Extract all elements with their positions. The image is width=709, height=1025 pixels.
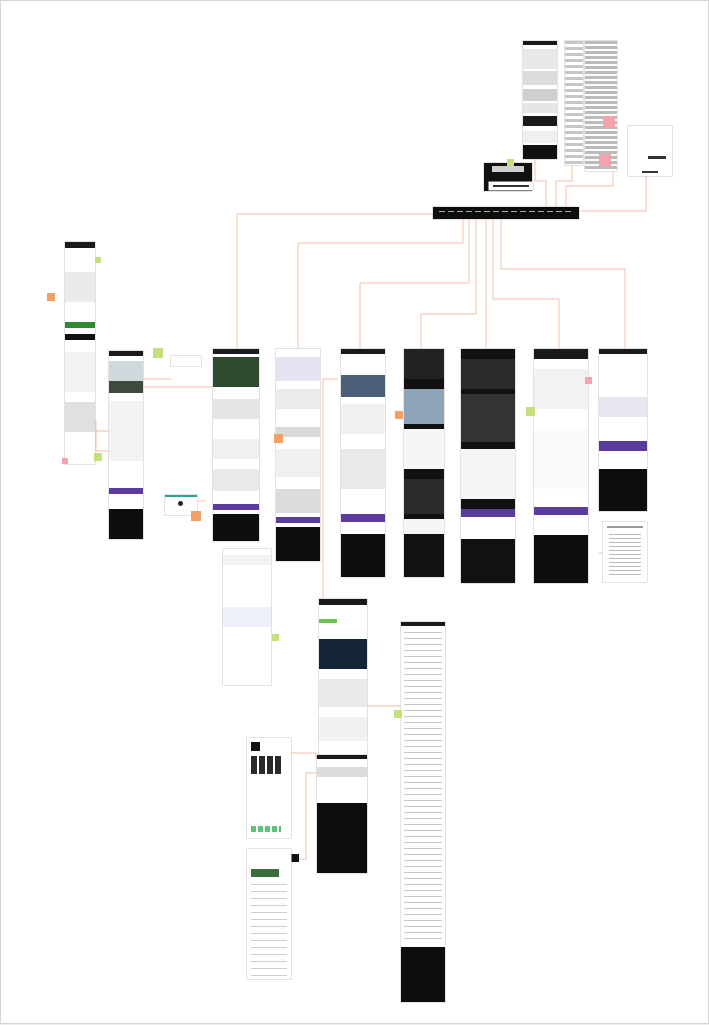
note-orange-col3 <box>274 434 283 443</box>
frame-top-gallery[interactable] <box>565 41 583 165</box>
frame-col2-filters[interactable] <box>223 549 271 685</box>
frame-long-text-page[interactable] <box>401 622 445 1002</box>
note-orange-col1 <box>191 511 201 521</box>
note-green-center <box>394 710 402 718</box>
note-pink-2 <box>599 154 611 166</box>
frame-top-gallery-2[interactable] <box>585 41 617 171</box>
frame-page-col-2[interactable] <box>213 349 259 541</box>
note-green-col2 <box>272 634 279 641</box>
frame-page-col-3[interactable] <box>276 349 320 561</box>
note-green-left-2 <box>94 453 102 461</box>
frame-page-col-5[interactable] <box>404 349 444 577</box>
note-orange-left <box>47 293 55 301</box>
frame-app-info-page[interactable] <box>247 849 291 979</box>
frame-page-col-1[interactable] <box>109 351 143 539</box>
frame-top-dialog[interactable] <box>628 126 672 176</box>
note-pink-col7 <box>585 377 592 384</box>
note-green-left <box>95 257 101 263</box>
frame-page-col-4[interactable] <box>341 349 385 577</box>
frame-col1-card[interactable] <box>165 495 197 515</box>
app-icon <box>291 854 299 862</box>
note-orange-col4 <box>395 411 403 419</box>
frame-main-navigation-hub[interactable] <box>433 207 579 219</box>
note-pink-1 <box>603 116 615 128</box>
frame-small-listing[interactable] <box>317 755 367 873</box>
frame-page-col-6[interactable] <box>461 349 515 583</box>
frame-page-col-8[interactable] <box>599 349 647 511</box>
frame-mobile-long-page[interactable] <box>65 242 95 464</box>
note-green-col1 <box>153 348 163 358</box>
frame-col8-search-dropdown[interactable] <box>603 522 647 582</box>
frame-page-col-7[interactable] <box>534 349 588 583</box>
frame-top-mobile-home[interactable] <box>523 41 557 159</box>
frame-col1-banner[interactable] <box>171 356 201 366</box>
frame-app-download[interactable] <box>247 738 291 838</box>
note-green-top <box>507 159 514 166</box>
note-green-col7 <box>526 407 535 416</box>
frame-hub-strip[interactable] <box>489 182 533 190</box>
note-pink-left <box>62 458 68 464</box>
